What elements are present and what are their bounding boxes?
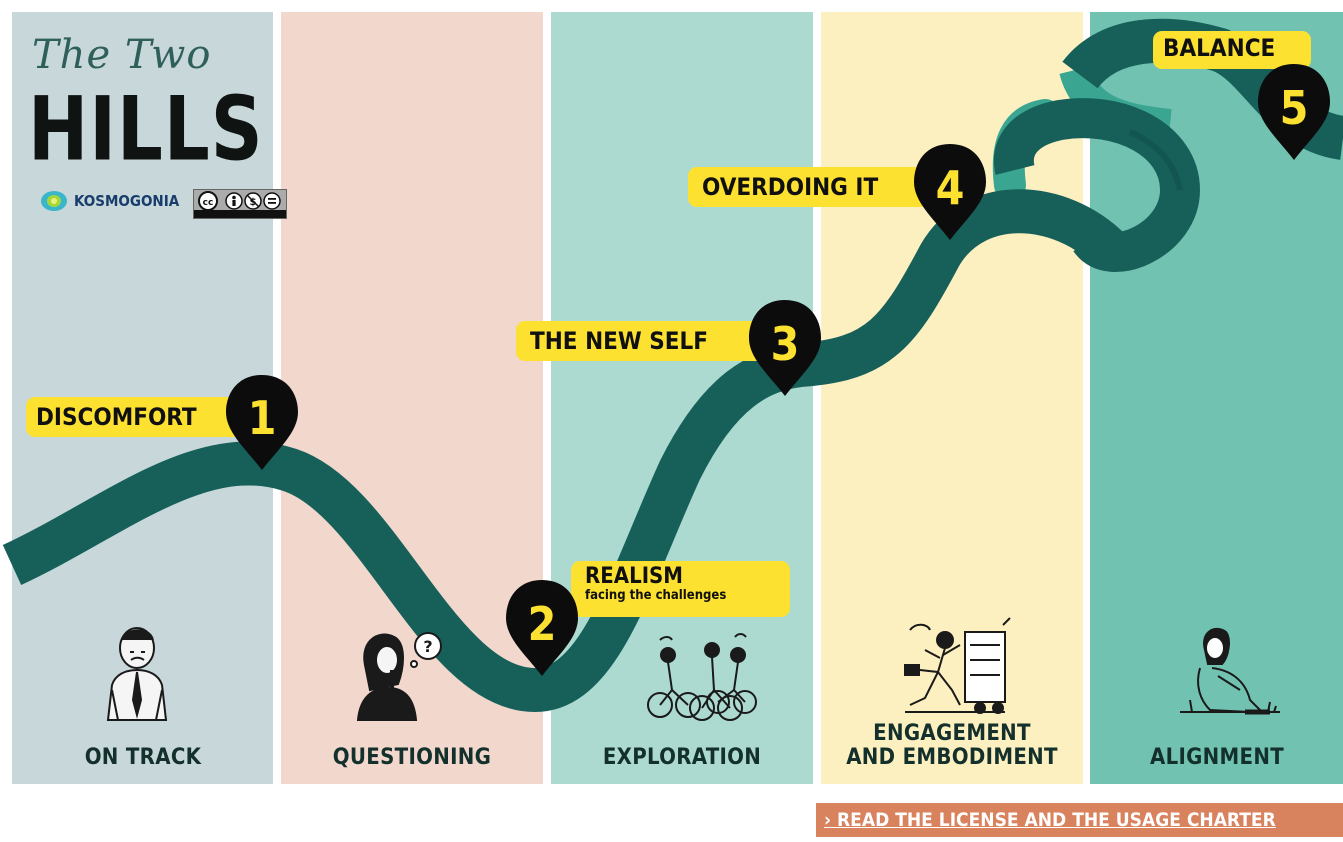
milestone-label: OVERDOING IT — [702, 173, 879, 201]
stage-label-engagement: ENGAGEMENT AND EMBODIMENT — [821, 722, 1083, 770]
pin-number: 1 — [248, 391, 277, 445]
milestone-sublabel: facing the challenges — [585, 588, 727, 603]
pin-number: 4 — [936, 161, 965, 215]
pin-1: 1 — [226, 375, 298, 470]
pin-5: 5 — [1258, 64, 1330, 160]
milestone-label: DISCOMFORT — [36, 403, 197, 431]
milestone-label: THE NEW SELF — [530, 327, 709, 355]
license-link[interactable]: › READ THE LICENSE AND THE USAGE CHARTER — [816, 803, 1343, 837]
thinking-woman-icon: ? — [356, 632, 442, 721]
pin-number: 2 — [528, 597, 557, 651]
milestone-tag-realism: REALISM facing the challenges — [571, 561, 790, 617]
page-title: HILLS — [28, 78, 264, 181]
stage-label-line: ENGAGEMENT — [873, 721, 1031, 746]
pin-number: 5 — [1280, 81, 1309, 135]
stage-label-exploration: EXPLORATION — [602, 745, 762, 770]
pin-2: 2 — [506, 580, 578, 676]
cc-by-nc-nd-icon: cc $ — [193, 189, 287, 219]
title-script: The Two — [32, 32, 212, 78]
worried-man-icon — [106, 627, 168, 721]
road-curve-upper — [993, 98, 1201, 272]
milestone-label: BALANCE — [1163, 34, 1276, 62]
milestone-tag-overdoing: OVERDOING IT — [688, 167, 934, 207]
svg-text:?: ? — [423, 637, 432, 656]
running-man-icon — [904, 617, 1011, 714]
pin-number: 3 — [771, 317, 800, 371]
cyclists-icon — [647, 633, 757, 721]
brand: KOSMOGONIA — [40, 190, 179, 212]
svg-text:$: $ — [250, 197, 257, 208]
stage-label-alignment: ALIGNMENT — [1149, 745, 1285, 770]
sitting-woman-icon — [1180, 627, 1280, 715]
stage-column-questioning — [281, 12, 543, 784]
road-main — [2, 189, 1126, 713]
milestone-tag-discomfort: DISCOMFORT — [26, 397, 256, 437]
kosmogonia-logo-icon — [41, 191, 67, 211]
milestone-tag-new-self: THE NEW SELF — [516, 321, 766, 361]
milestone-label: REALISM — [585, 564, 684, 589]
stage-label-questioning: QUESTIONING — [332, 745, 492, 770]
pin-3: 3 — [749, 300, 821, 396]
stage-label-line: AND EMBODIMENT — [846, 745, 1058, 770]
stage-label-on-track: ON TRACK — [84, 745, 202, 770]
pin-4: 4 — [914, 144, 986, 240]
brand-name: KOSMOGONIA — [74, 192, 180, 210]
svg-text:cc: cc — [203, 198, 214, 208]
milestone-tag-balance: BALANCE — [1153, 31, 1311, 69]
